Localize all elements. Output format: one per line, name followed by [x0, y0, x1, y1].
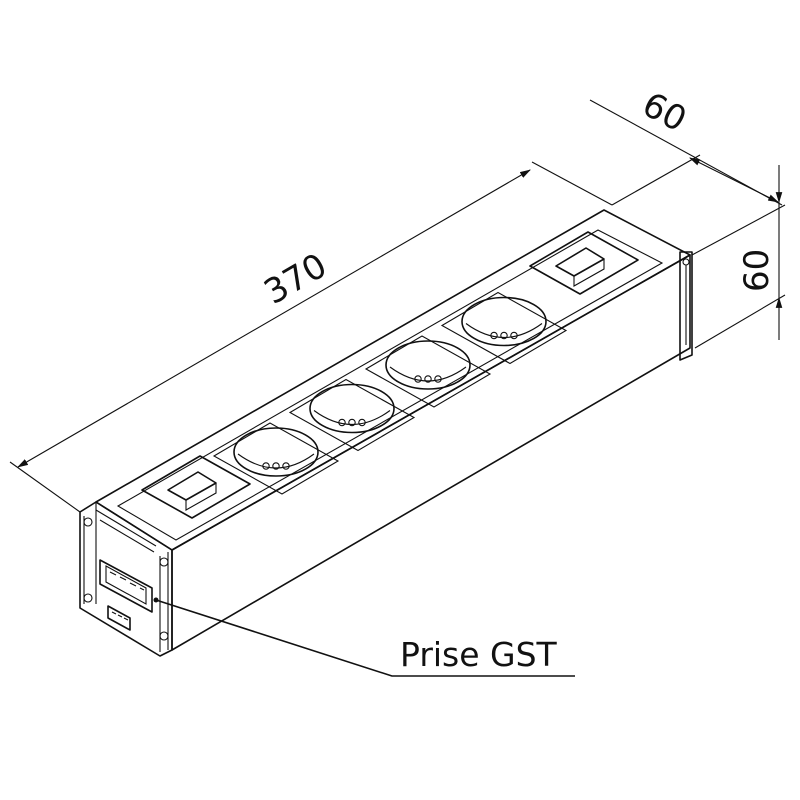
socket-outlet [364, 335, 492, 408]
screw-icon [682, 258, 690, 266]
screw-icon [159, 631, 169, 641]
screw-icon [83, 593, 93, 603]
strip-housing [79, 209, 693, 657]
socket-outlet [440, 291, 568, 365]
screw-icon [83, 517, 93, 527]
socket-outlet [212, 422, 340, 495]
dimension-length: 370 [9, 161, 613, 513]
socket-outlet [288, 378, 416, 452]
switch-left [141, 455, 251, 519]
gst-connector [99, 559, 153, 631]
dimension-height: 60 [694, 165, 786, 349]
socket-group [212, 291, 568, 495]
dimension-length-label: 370 [258, 246, 334, 313]
callout-label: Prise GST [400, 635, 558, 674]
end-cap-screws [83, 258, 690, 641]
switch-right [529, 231, 639, 295]
dimension-height-label: 60 [737, 249, 777, 292]
screw-icon [159, 557, 169, 567]
callout-leader: Prise GST [153, 597, 575, 677]
dimension-depth: 60 [589, 85, 786, 256]
dimension-depth-label: 60 [636, 85, 693, 141]
